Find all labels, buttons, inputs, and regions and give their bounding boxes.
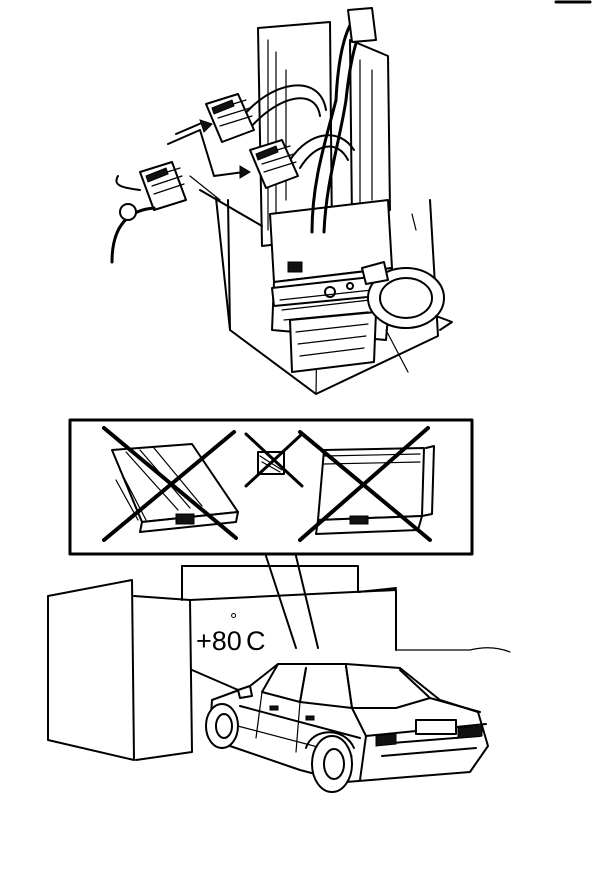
temperature-unit: C — [246, 626, 266, 656]
temperature-label: +80 — [196, 626, 242, 656]
prohibited-cross-marks — [102, 426, 432, 542]
car-illustration — [205, 663, 489, 793]
warning-panel — [68, 418, 474, 649]
heater-assembly — [110, 7, 453, 395]
degree-mark: ° — [230, 610, 237, 630]
heat-booth-scene: +80 C ° — [47, 565, 511, 793]
